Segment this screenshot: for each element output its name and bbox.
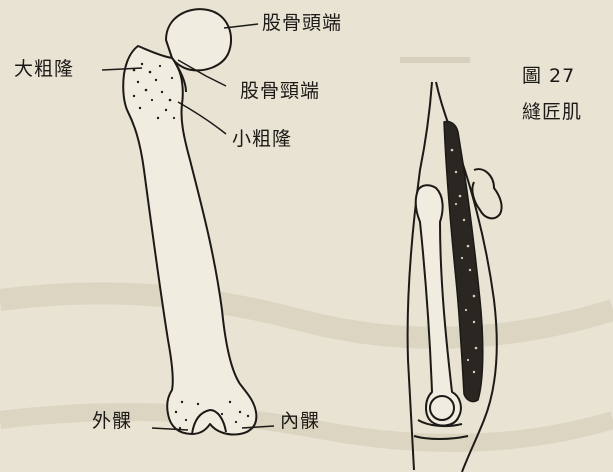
figure-caption: 縫匠肌 [522, 100, 582, 124]
femoral-head-shape [166, 9, 231, 70]
label-greater-trochanter: 大粗隆 [14, 58, 74, 80]
figure-number: 圖 27 [522, 64, 575, 88]
knee-patella-shape [430, 396, 454, 420]
label-lateral-condyle: 外髁 [92, 410, 132, 432]
label-medial-condyle: 內髁 [280, 410, 320, 432]
label-lesser-trochanter: 小粗隆 [232, 128, 292, 150]
label-femoral-head: 股骨頭端 [262, 12, 342, 34]
label-femoral-neck: 股骨頸端 [240, 80, 320, 102]
